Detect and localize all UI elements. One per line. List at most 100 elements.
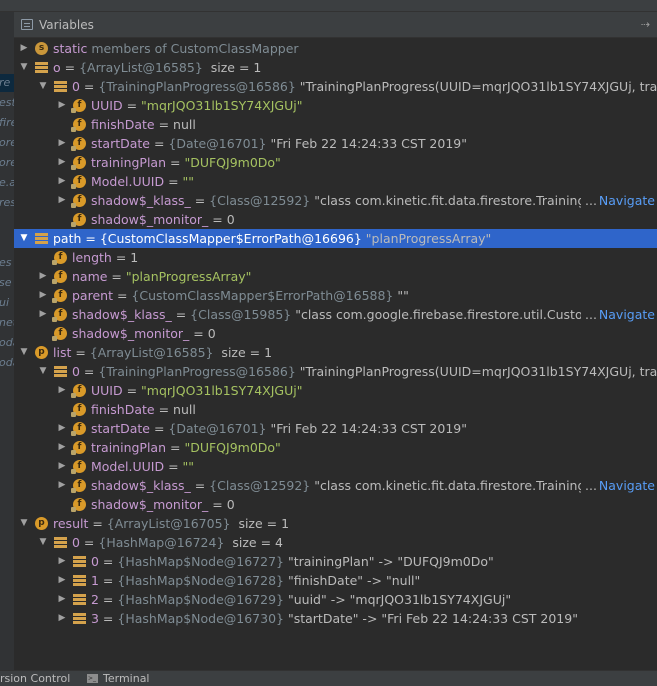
expand-arrow-icon[interactable]: ▶ xyxy=(58,176,66,186)
variable-row[interactable]: ▶2 = {HashMap$Node@16729} "uuid" -> "mqr… xyxy=(14,590,657,609)
version-control-tab[interactable]: rsion Control xyxy=(0,672,71,685)
editor-code-fragment: fire xyxy=(0,116,14,129)
expand-arrow-icon[interactable]: ▶ xyxy=(20,43,28,53)
object-icon xyxy=(54,536,67,549)
expand-arrow-icon[interactable]: ▶ xyxy=(58,594,66,604)
equals-sign: = xyxy=(166,440,185,455)
variable-row[interactable]: ▼path = {CustomClassMapper$ErrorPath@166… xyxy=(14,229,657,248)
object-icon xyxy=(35,61,48,74)
terminal-icon: >_ xyxy=(87,674,98,683)
equals-sign: = xyxy=(190,193,210,208)
variable-type: {HashMap$Node@16727} xyxy=(117,554,284,569)
variable-value: size = 4 xyxy=(224,535,283,550)
variable-text: shadow$_monitor_ = 0 xyxy=(91,495,235,514)
expand-arrow-icon[interactable]: ▶ xyxy=(58,385,66,395)
variable-name: 0 xyxy=(72,79,80,94)
hide-panel-icon[interactable]: ⇢ xyxy=(640,18,650,31)
terminal-tab[interactable]: >_ Terminal xyxy=(87,672,150,685)
field-icon: f xyxy=(52,327,67,341)
equals-sign: = xyxy=(79,535,99,550)
variable-row[interactable]: ▶ f Model.UUID = "" xyxy=(14,172,657,191)
collapse-arrow-icon[interactable]: ▼ xyxy=(20,347,28,357)
field-icon: f xyxy=(71,213,86,227)
expand-arrow-icon[interactable]: ▶ xyxy=(39,271,47,281)
field-icon: f xyxy=(71,99,86,113)
variable-type: {HashMap@16724} xyxy=(98,535,225,550)
editor-code-fragment: oda xyxy=(0,356,14,369)
variable-row[interactable]: ▼0 = {TrainingPlanProgress@16586} "Train… xyxy=(14,77,657,96)
expand-arrow-icon[interactable]: ▶ xyxy=(58,575,66,585)
expand-arrow-icon[interactable]: ▶ xyxy=(58,613,66,623)
field-icon: f xyxy=(71,384,86,398)
variable-text: 0 = {TrainingPlanProgress@16586} "Traini… xyxy=(72,362,657,381)
collapse-arrow-icon[interactable]: ▼ xyxy=(39,81,47,91)
field-icon: f xyxy=(52,289,67,303)
variable-text: Model.UUID = "" xyxy=(91,172,194,191)
collapse-arrow-icon[interactable]: ▼ xyxy=(20,233,28,243)
collapse-arrow-icon[interactable]: ▼ xyxy=(39,366,47,376)
expand-arrow-icon[interactable]: ▶ xyxy=(39,309,47,319)
field-icon: f xyxy=(71,175,86,189)
expand-arrow-icon[interactable]: ▶ xyxy=(58,423,66,433)
editor-code-fragment: e.a xyxy=(0,176,14,189)
equals-sign: = xyxy=(88,516,107,531)
variable-text: shadow$_klass_ = {Class@12592} "class co… xyxy=(91,476,596,495)
expand-arrow-icon[interactable]: ▶ xyxy=(58,157,66,167)
variable-row[interactable]: ▶1 = {HashMap$Node@16728} "finishDate" -… xyxy=(14,571,657,590)
variable-value: 0 xyxy=(226,497,235,512)
navigate-link[interactable]: Navigate xyxy=(581,476,657,495)
equals-sign: = xyxy=(122,98,142,113)
expand-arrow-icon[interactable]: ▶ xyxy=(58,100,66,110)
variable-row[interactable]: ▶0 = {HashMap$Node@16727} "trainingPlan"… xyxy=(14,552,657,571)
editor-code-fragment: oda xyxy=(0,336,14,349)
expand-arrow-icon[interactable]: ▶ xyxy=(58,461,66,471)
editor-code-fragment: ore xyxy=(0,156,14,169)
variable-row[interactable]: ▼o = {ArrayList@16585} size = 1 xyxy=(14,58,657,77)
expand-arrow-icon[interactable]: ▶ xyxy=(58,195,66,205)
variable-row[interactable]: ▼0 = {HashMap@16724} size = 4 xyxy=(14,533,657,552)
collapse-arrow-icon[interactable]: ▼ xyxy=(39,537,47,547)
variable-row[interactable]: ▼ 0 = {TrainingPlanProgress@16586} "Train… xyxy=(14,362,657,381)
variable-name: length xyxy=(72,250,112,265)
expand-arrow-icon[interactable]: ▶ xyxy=(58,556,66,566)
navigate-link[interactable]: Navigate xyxy=(581,305,657,324)
variable-row[interactable]: ▶3 = {HashMap$Node@16730} "startDate" ->… xyxy=(14,609,657,628)
navigate-link[interactable]: Navigate xyxy=(581,191,657,210)
variable-value: size = 1 xyxy=(202,60,262,75)
field-icon: f xyxy=(71,194,86,208)
collapse-arrow-icon[interactable]: ▼ xyxy=(20,518,28,528)
expand-arrow-icon[interactable]: ▶ xyxy=(39,290,47,300)
variable-value: size = 1 xyxy=(230,516,290,531)
parameter-icon: p xyxy=(35,346,48,359)
variable-type: {Class@12592} xyxy=(209,193,311,208)
collapse-arrow-icon[interactable]: ▼ xyxy=(20,62,28,72)
variable-name: finishDate xyxy=(91,402,155,417)
variable-value: "TrainingPlanProgress(UUID=mqrJQO31lb1SY… xyxy=(295,364,657,379)
expand-arrow-icon[interactable]: ▶ xyxy=(58,480,66,490)
expand-arrow-icon[interactable]: ▶ xyxy=(58,442,66,452)
expand-arrow-icon[interactable]: ▶ xyxy=(58,138,66,148)
variable-name: 3 xyxy=(91,611,99,626)
